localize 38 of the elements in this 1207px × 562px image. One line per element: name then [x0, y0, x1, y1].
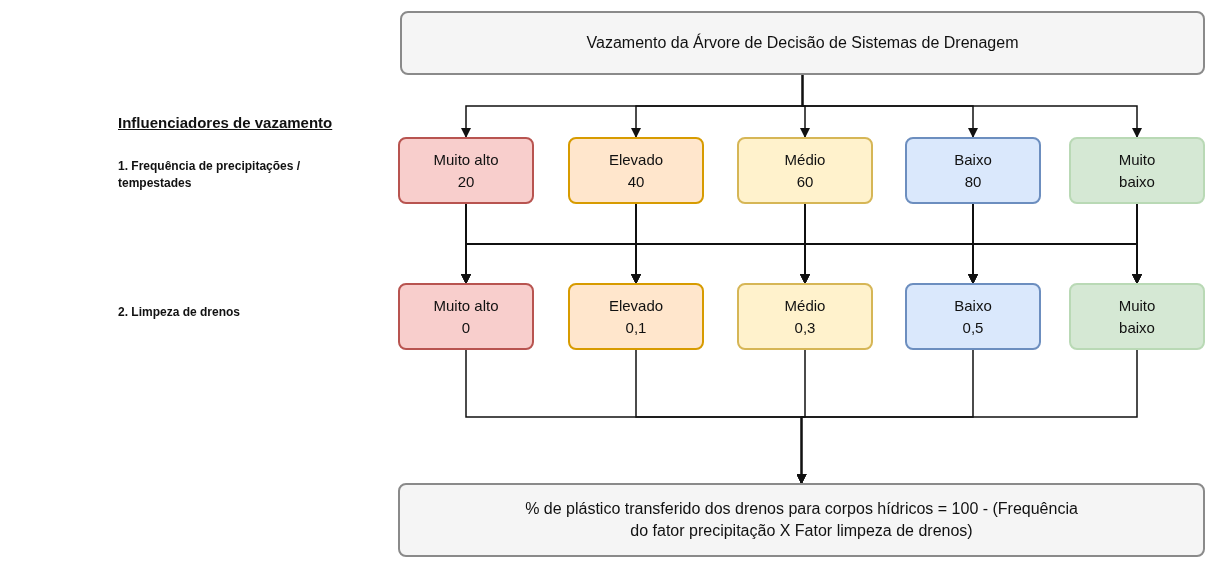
- node-text: Muito baixo: [1117, 149, 1157, 192]
- arrow: [1132, 203, 1142, 284]
- option-box: [398, 137, 534, 204]
- node-text: 0: [461, 317, 471, 338]
- option-box: [1069, 283, 1205, 350]
- option-box: [398, 283, 534, 350]
- node-text: Médio: [784, 149, 826, 170]
- node-text: Muito baixo: [1117, 295, 1157, 338]
- node-text: 0,3: [794, 317, 816, 338]
- node-text: 0,1: [625, 317, 647, 338]
- option-box: [905, 283, 1041, 350]
- node-text: Baixo: [954, 149, 992, 170]
- node-text: 60: [796, 171, 814, 192]
- node-text: Muito alto: [433, 149, 499, 170]
- node-text: Médio: [784, 295, 826, 316]
- node-text: 40: [627, 171, 645, 192]
- node-text: Baixo: [954, 295, 992, 316]
- side-label: 2. Limpeza de drenos: [118, 304, 241, 321]
- node-text: Vazamento da Árvore de Decisão de Sistemas de Drenagem: [586, 32, 1019, 53]
- node-text: 80: [964, 171, 982, 192]
- node-text: Elevado: [608, 295, 664, 316]
- node-text: % de plástico transferido dos drenos para corpos hídricos = 100 - (Frequência do fator precipitação X Fator limpeza de drenos): [524, 499, 1079, 541]
- option-box: [1069, 137, 1205, 204]
- side-label: 1. Frequência de precipitações / tempestades: [118, 158, 302, 192]
- arrow: [796, 349, 1138, 484]
- option-box: [905, 137, 1041, 204]
- node-text: 0,5: [962, 317, 984, 338]
- arrow: [801, 74, 1142, 138]
- option-box: [568, 137, 704, 204]
- process-box: [398, 483, 1205, 557]
- option-box: [737, 283, 873, 350]
- node-text: Elevado: [608, 149, 664, 170]
- option-box: [737, 137, 873, 204]
- process-box: [400, 11, 1205, 75]
- node-text: 20: [457, 171, 475, 192]
- node-text: Muito alto: [433, 295, 499, 316]
- option-box: [568, 283, 704, 350]
- side-label: Influenciadores de vazamento: [118, 113, 333, 133]
